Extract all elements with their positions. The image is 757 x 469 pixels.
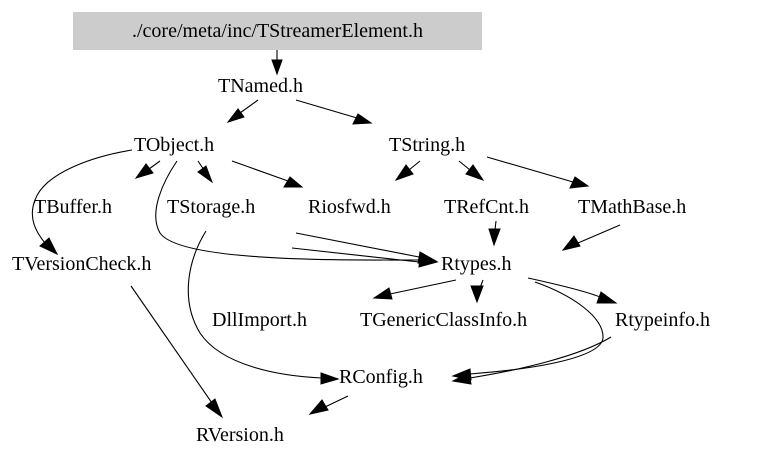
- node-dllimport[interactable]: DllImport.h: [212, 309, 307, 331]
- edge-rtypeinfo-to-rconfig: [451, 336, 612, 385]
- node-rtypeinfo[interactable]: Rtypeinfo.h: [615, 309, 710, 331]
- node-tobject[interactable]: TObject.h: [134, 134, 215, 156]
- edge-tstring-to-tmathbase: [486, 156, 590, 189]
- node-riosfwd[interactable]: Riosfwd.h: [308, 196, 391, 218]
- edge-rtypes-to-rtypeinfo: [527, 277, 618, 304]
- edge-rtypes-to-tgenericclassinfo: [470, 279, 484, 304]
- node-rversion[interactable]: RVersion.h: [196, 424, 284, 446]
- node-trefcnt[interactable]: TRefCnt.h: [444, 196, 529, 218]
- edge-trefcnt-to-rtypes: [488, 220, 501, 247]
- node-tgenericclassinfo[interactable]: TGenericClassInfo.h: [360, 309, 528, 331]
- node-tstring[interactable]: TString.h: [389, 134, 466, 156]
- node-tmathbase[interactable]: TMathBase.h: [578, 196, 687, 218]
- edge-tnamed-to-tobject: [226, 99, 259, 123]
- node-tnamed[interactable]: TNamed.h: [218, 75, 303, 97]
- edge-tversioncheck-to-rversion: [130, 285, 224, 419]
- edge-tobject-to-riosfwd: [231, 160, 304, 188]
- node-tversioncheck[interactable]: TVersionCheck.h: [12, 253, 152, 275]
- node-tstorage[interactable]: TStorage.h: [167, 196, 256, 218]
- edge-riosfwd-to-rtypes: [295, 232, 438, 264]
- edge-root-to-tnamed: [271, 50, 283, 76]
- node-tbuffer[interactable]: TBuffer.h: [34, 196, 112, 218]
- edge-tstring-to-trefcnt: [458, 160, 485, 181]
- edge-tnamed-to-tstring: [295, 99, 373, 125]
- edge-riosfwd-to-rtypes-secondary: [291, 247, 420, 263]
- edge-tobject-to-tstorage: [197, 160, 214, 184]
- edge-rtypes-to-rconfig: [451, 281, 604, 381]
- edge-rtypes-to-dllimport: [372, 279, 457, 300]
- node-rconfig[interactable]: RConfig.h: [339, 366, 423, 388]
- node-root-tstreamerelement[interactable]: ./core/meta/inc/TStreamerElement.h: [73, 12, 482, 50]
- edge-curve-to-rconfig-left: [187, 230, 340, 385]
- edge-tobject-to-tbuffer: [134, 160, 161, 179]
- edge-rconfig-to-rversion: [308, 395, 349, 415]
- edge-tmathbase-to-rtypes: [561, 224, 621, 251]
- node-rtypes[interactable]: Rtypes.h: [441, 253, 512, 275]
- edge-tstring-to-riosfwd: [394, 160, 421, 181]
